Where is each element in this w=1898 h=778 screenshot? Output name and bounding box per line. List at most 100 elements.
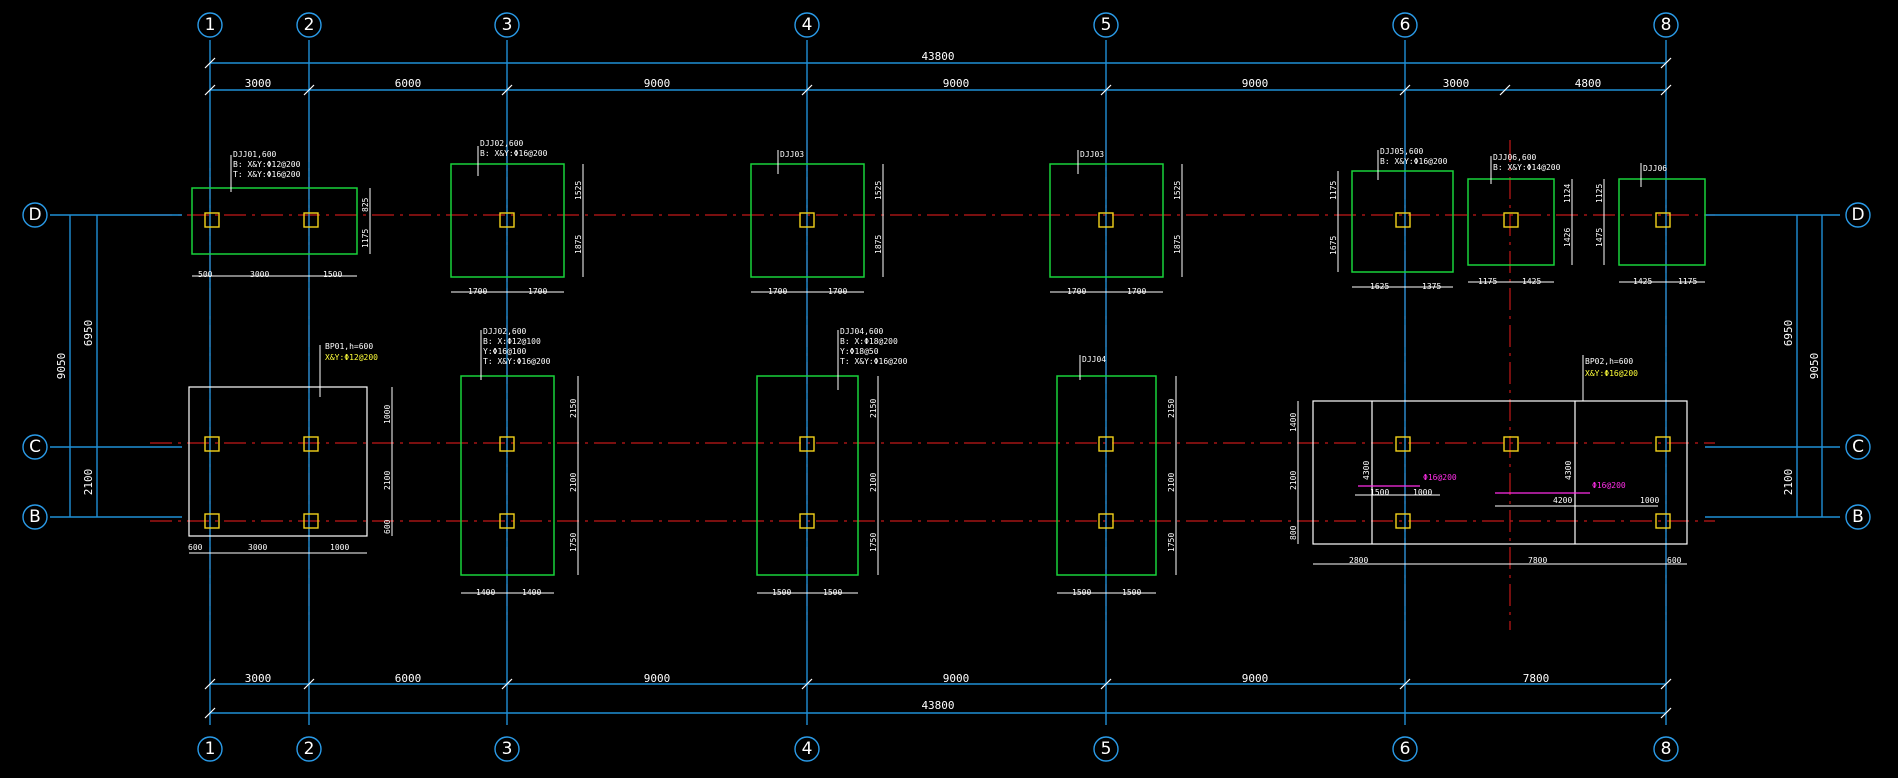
bottom-total-dim: 43800 (921, 699, 954, 712)
dj01-w1: 500 (198, 270, 213, 279)
dj01-w3: 1500 (323, 270, 342, 279)
footing-dj03b (1049, 163, 1164, 278)
dj02b-w1: 1400 (476, 588, 495, 597)
axis-bubble-bottom-1: 1 (205, 739, 216, 759)
dj04b-h1: 2150 (1167, 399, 1176, 418)
dj01-label-1: DJJ01,600 (233, 150, 277, 159)
dj06a-label-1: DJJ06,600 (1493, 153, 1537, 162)
dj01-label-3: T: X&Y:Φ16@200 (233, 170, 301, 179)
dj04b-h2: 2100 (1167, 473, 1176, 492)
bottom-span-2: 6000 (395, 672, 422, 685)
dj06b-w1: 1425 (1633, 277, 1652, 286)
bp02-h1: 1400 (1289, 413, 1298, 432)
dj03a-label-1: DJJ03 (780, 150, 804, 159)
axis-bubble-bottom-3: 3 (502, 739, 513, 759)
right-inner-dim: 6950 (1782, 320, 1795, 347)
axis-bubbles-top: 1 2 3 4 5 6 8 (197, 12, 1679, 38)
dj02-label-2: B: X&Y:Φ16@200 (480, 149, 548, 158)
dj02b-w2: 1400 (522, 588, 541, 597)
dj02-h1: 1525 (574, 181, 583, 200)
dj01-w2: 3000 (250, 270, 269, 279)
bottom-span-6: 7800 (1523, 672, 1550, 685)
footing-dimension-texts: 500 3000 1500 825 1175 1700 1700 1525 18… (188, 181, 1697, 597)
dj06b-label-1: DJJ06 (1643, 164, 1667, 173)
axis-bubble-top-4: 4 (802, 15, 813, 35)
dj04a-h2: 2100 (869, 473, 878, 492)
column (303, 212, 319, 228)
bp02-d6: 1000 (1640, 496, 1659, 505)
footing-dimension-lines (189, 164, 1705, 594)
axis-bubble-top-6: 6 (1400, 15, 1411, 35)
dj04b-h3: 1750 (1167, 533, 1176, 552)
column (1098, 212, 1114, 228)
dj02-label-1: DJJ02,600 (480, 139, 524, 148)
axis-bubble-top-1: 1 (205, 15, 216, 35)
footing-dj02b (460, 375, 555, 576)
dj04a-h3: 1750 (869, 533, 878, 552)
left-overall-dim: 9050 (55, 353, 68, 380)
axis-bubble-right-C: C (1852, 437, 1864, 457)
column (1098, 436, 1114, 452)
bp01-w2: 3000 (248, 543, 267, 552)
dj04a-w1: 1500 (772, 588, 791, 597)
column (499, 513, 515, 529)
footings-bottom-row (188, 375, 1688, 576)
raft-bp01 (188, 386, 368, 537)
dj02b-label-1: DJJ02,600 (483, 327, 527, 336)
column (1503, 436, 1519, 452)
bottom-dimensions: 3000 6000 9000 9000 9000 7800 43800 (245, 672, 1550, 712)
bp01-w1: 600 (188, 543, 203, 552)
dj04b-label-1: DJJ04 (1082, 355, 1106, 364)
footing-labels: DJJ01,600 B: X&Y:Φ12@200 T: X&Y:Φ16@200 … (230, 139, 1667, 494)
top-span-3: 9000 (644, 77, 671, 90)
bottom-span-3: 9000 (644, 672, 671, 685)
dj03b-h2: 1875 (1173, 235, 1182, 254)
bp02-d2: 4300 (1564, 461, 1573, 480)
dj05-label-2: B: X&Y:Φ16@200 (1380, 157, 1448, 166)
axis-bubble-left-D: D (28, 205, 41, 225)
axis-bubble-left-B: B (29, 507, 41, 527)
left-inner-dim: 6950 (82, 320, 95, 347)
bp02-h3: 800 (1289, 525, 1298, 540)
top-total-dim: 43800 (921, 50, 954, 63)
footing-dj06a (1467, 178, 1555, 266)
dj03b-w2: 1700 (1127, 287, 1146, 296)
top-span-5: 9000 (1242, 77, 1269, 90)
axis-bubble-right-B: B (1852, 507, 1864, 527)
footing-dj02 (450, 163, 565, 278)
bp02-d5: 4200 (1553, 496, 1572, 505)
dj06a-h2: 1426 (1563, 228, 1572, 247)
footing-dj04a (756, 375, 859, 576)
axis-bubbles-bottom: 1 2 3 4 5 6 8 (197, 736, 1679, 762)
bottom-span-4: 9000 (943, 672, 970, 685)
axis-bubbles-left: D C B (22, 202, 48, 530)
bottom-span-5: 9000 (1242, 672, 1269, 685)
dj06a-w2: 1425 (1522, 277, 1541, 286)
bp02-label-magenta-2: Φ16@200 (1592, 481, 1626, 490)
bp02-h2: 2100 (1289, 471, 1298, 490)
dj05-w1: 1625 (1370, 282, 1389, 291)
column (499, 212, 515, 228)
dj04a-w2: 1500 (823, 588, 842, 597)
dj02b-label-2: B: X:Φ12@100 (483, 337, 541, 346)
dj03b-w1: 1700 (1067, 287, 1086, 296)
dj02b-label-4: T: X&Y:Φ16@200 (483, 357, 551, 366)
dj03b-h1: 1525 (1173, 181, 1182, 200)
dj05-h2: 1675 (1329, 236, 1338, 255)
bp02-label-1: BP02,h=600 (1585, 357, 1633, 366)
bp01-w3: 1000 (330, 543, 349, 552)
red-centerlines (150, 140, 1715, 630)
column (1395, 436, 1411, 452)
dj04a-label-1: DJJ04,600 (840, 327, 884, 336)
column (1655, 212, 1671, 228)
axis-bubble-right-D: D (1851, 205, 1864, 225)
column (1395, 513, 1411, 529)
footing-dj01 (191, 187, 358, 255)
dj02b-h3: 1750 (569, 533, 578, 552)
footing-dj05 (1351, 170, 1454, 273)
dj02-w1: 1700 (468, 287, 487, 296)
dj06b-h2: 1475 (1595, 228, 1604, 247)
column (1503, 212, 1519, 228)
bp02-w3: 600 (1667, 556, 1682, 565)
bp02-d1: 4300 (1362, 461, 1371, 480)
